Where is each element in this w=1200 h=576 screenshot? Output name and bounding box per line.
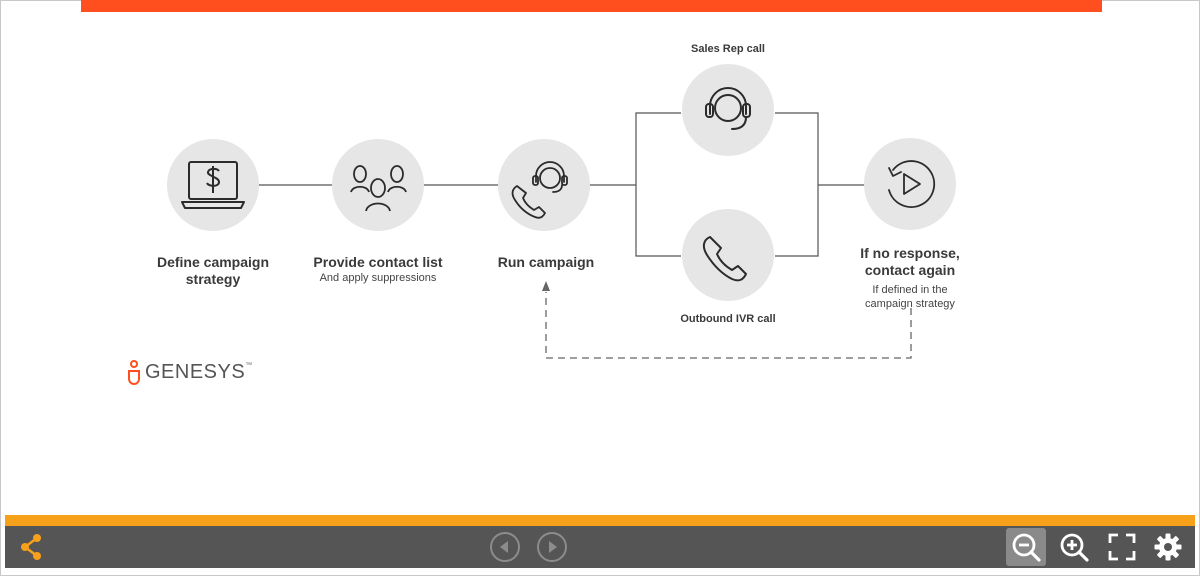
phone-icon [682, 209, 774, 301]
replay-icon [864, 138, 956, 230]
fullscreen-icon [1108, 533, 1136, 561]
zoom-out-icon [1012, 533, 1041, 562]
sales-rep-call-label: Sales Rep call [691, 43, 765, 55]
genesys-logo: GENESYS ™ [126, 358, 252, 386]
header-accent-bar [81, 0, 1102, 12]
share-icon [21, 534, 41, 560]
outbound-ivr-call-label: Outbound IVR call [680, 313, 776, 325]
zoom-out-button[interactable] [1006, 528, 1046, 566]
genesys-logo-mark [128, 360, 140, 385]
headset-icon [682, 64, 774, 156]
step-2-subtitle: And apply suppressions [319, 272, 437, 284]
laptop-dollar-icon [167, 139, 259, 231]
phone-headset-icon [498, 139, 590, 231]
connector-lines [258, 112, 865, 257]
step-1-title: Define campaign strategy [156, 254, 270, 287]
zoom-in-icon [1060, 533, 1089, 562]
share-button[interactable] [11, 528, 51, 566]
settings-button[interactable] [1148, 528, 1188, 566]
gear-icon [1154, 533, 1182, 561]
genesys-logo-trademark: ™ [245, 362, 253, 369]
zoom-in-button[interactable] [1054, 528, 1094, 566]
next-icon [537, 532, 567, 562]
loop-back-dashed-line [545, 292, 912, 359]
next-button[interactable] [535, 530, 569, 564]
campaign-flow-diagram [167, 64, 956, 359]
previous-button[interactable] [488, 530, 522, 564]
step-4-subtitle: If defined in the campaign strategy [865, 284, 955, 310]
loop-back-arrowhead [542, 281, 550, 291]
previous-icon [490, 532, 520, 562]
genesys-logo-text: GENESYS [145, 360, 246, 383]
step-2-title: Provide contact list [313, 254, 443, 270]
fullscreen-button[interactable] [1102, 528, 1142, 566]
step-3-title: Run campaign [497, 254, 595, 270]
people-group-icon [332, 139, 424, 231]
toolbar-accent-stripe [5, 515, 1195, 526]
step-4-title: If no response, contact again [860, 245, 960, 278]
player-toolbar [5, 526, 1195, 568]
